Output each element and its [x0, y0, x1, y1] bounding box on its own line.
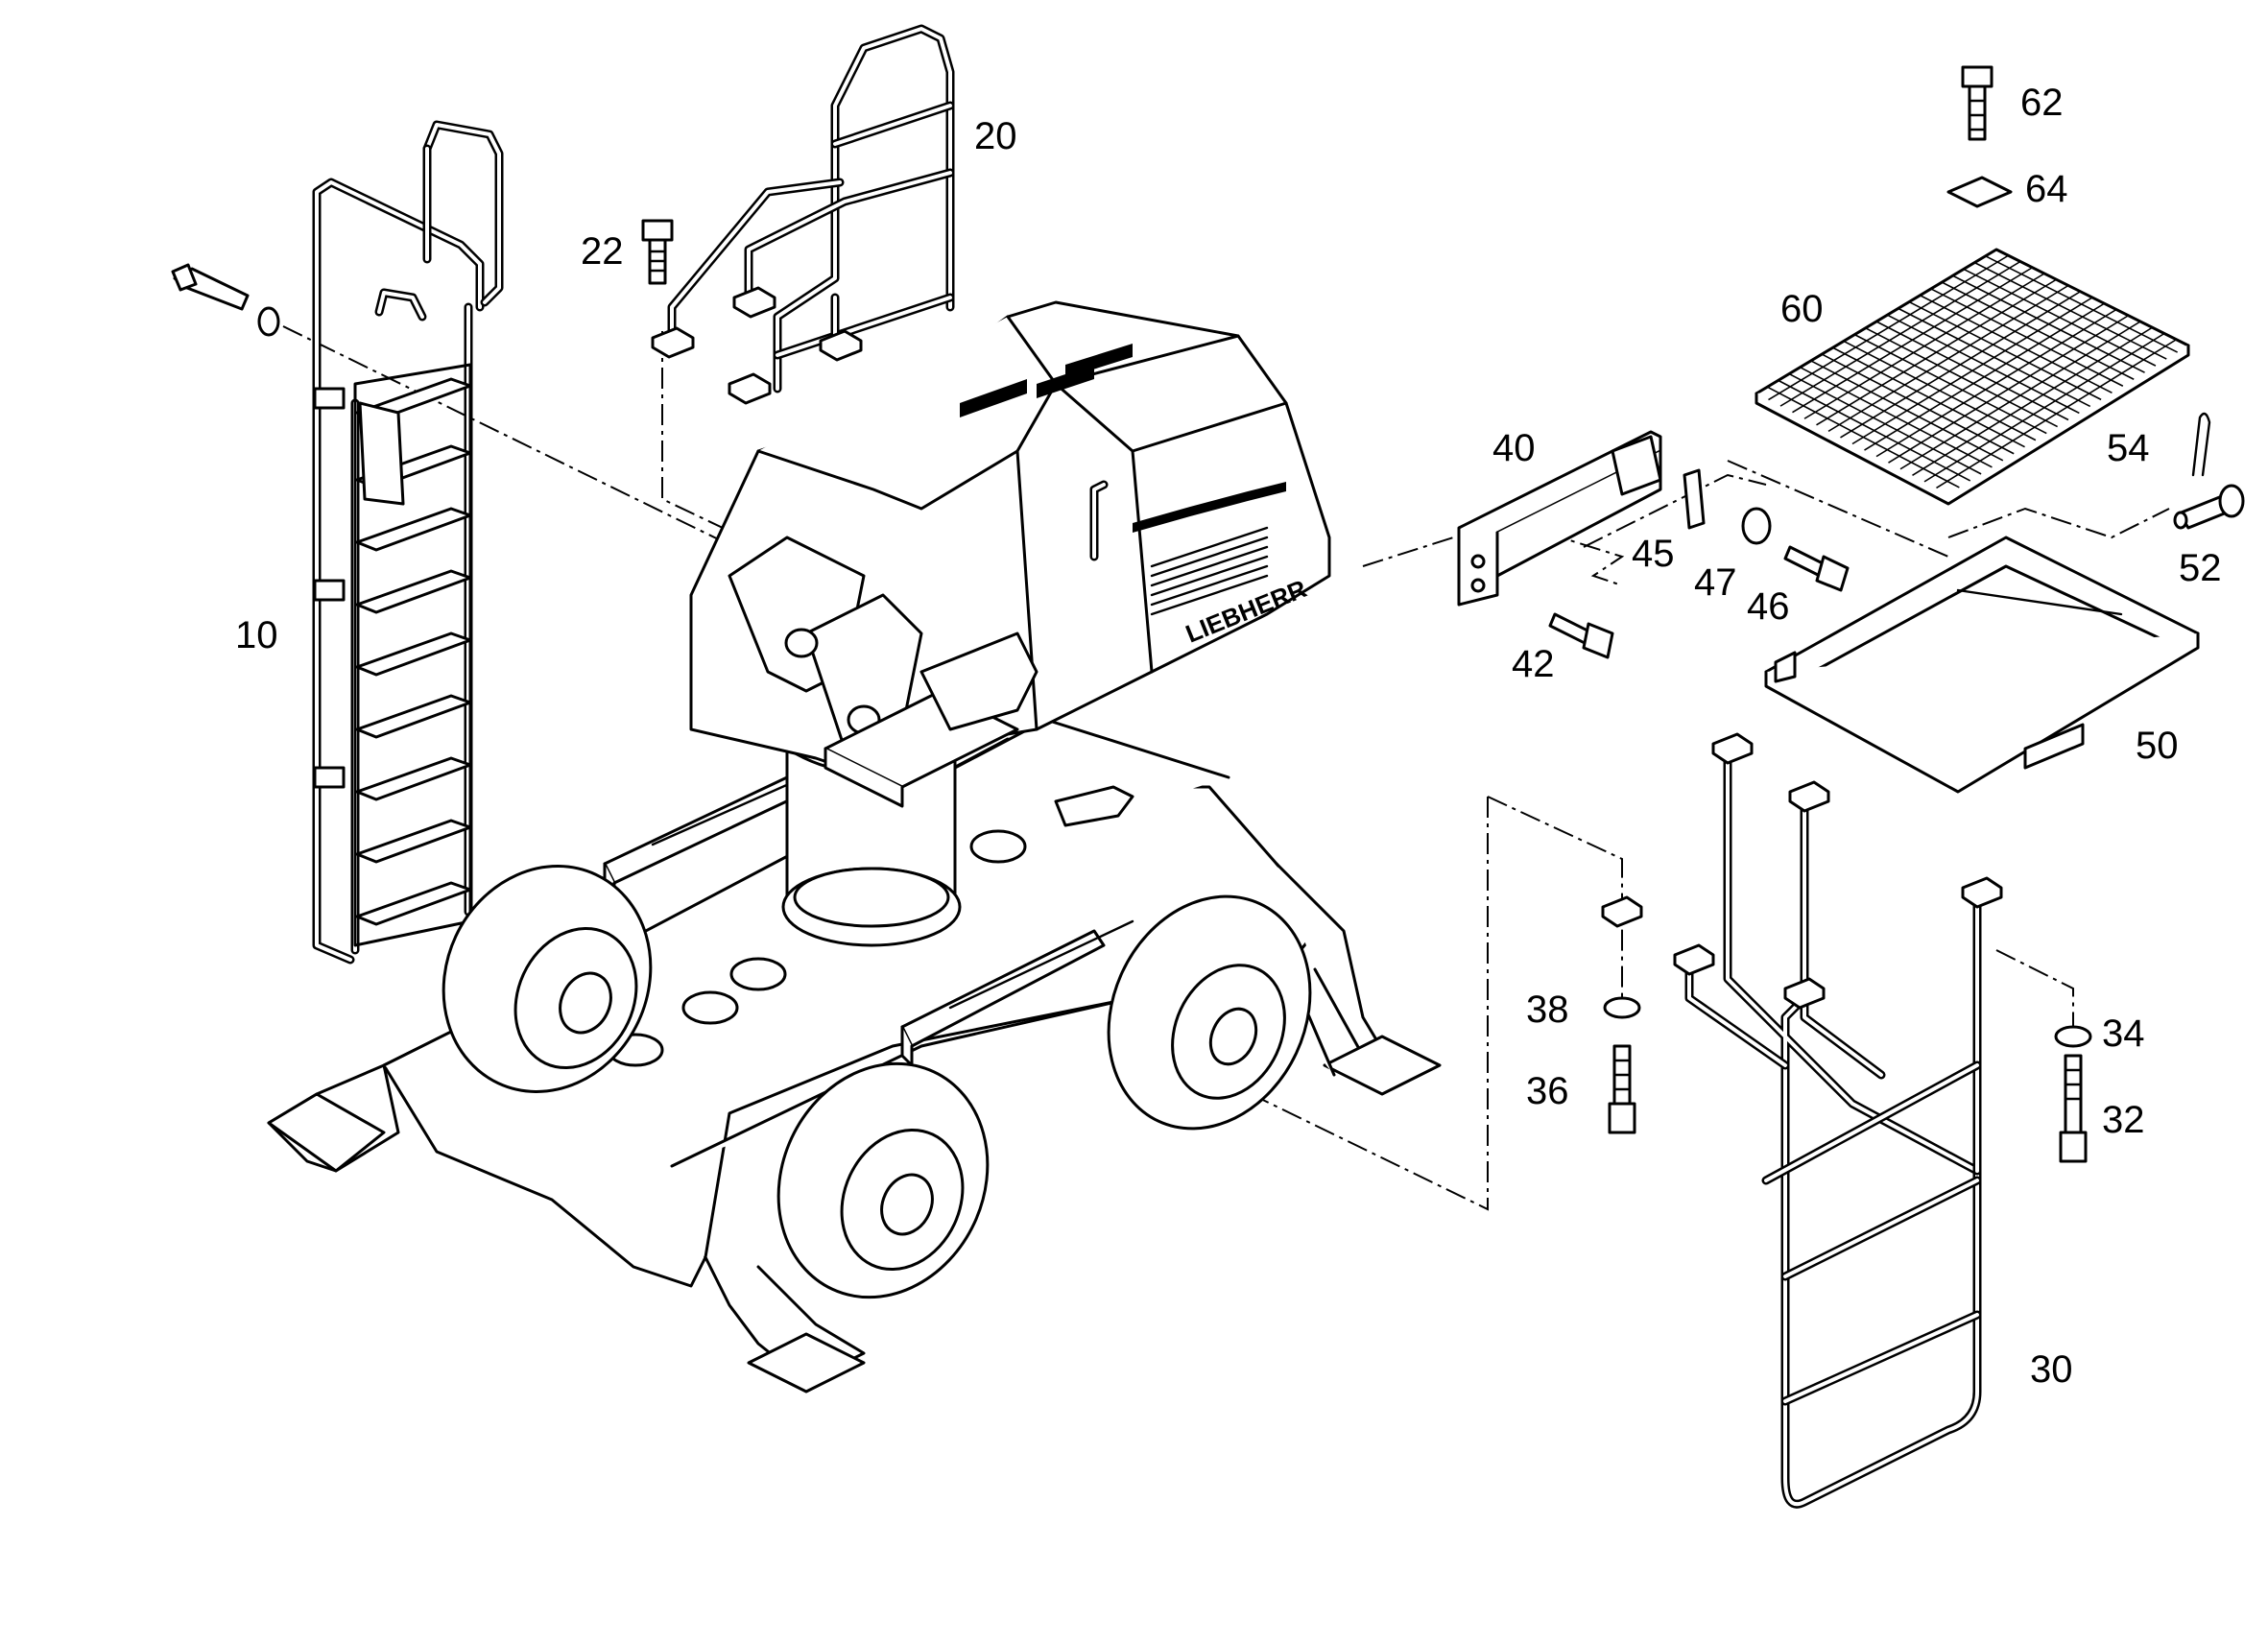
screw-46-icon — [1783, 545, 1850, 592]
callout-47: 47 — [1694, 561, 1737, 604]
grating-mesh-line — [1768, 254, 2009, 401]
cotter-pin-54-icon — [2191, 412, 2211, 477]
railing-screw-icon — [641, 219, 674, 285]
callout-20: 20 — [974, 115, 1017, 157]
callout-64: 64 — [2025, 168, 2068, 210]
callout-42: 42 — [1512, 643, 1555, 685]
callout-46: 46 — [1747, 585, 1790, 628]
callout-62: 62 — [2020, 82, 2064, 124]
grating-mesh-line — [1899, 321, 2141, 470]
wheel-right — [1107, 894, 1312, 1131]
callout-60: 60 — [1780, 288, 1824, 330]
callout-36: 36 — [1526, 1070, 1569, 1112]
grating-mesh-line — [1816, 278, 2057, 426]
screw-36-icon — [1608, 1044, 1636, 1134]
wheel-rear-left — [442, 865, 653, 1093]
grating-mesh-line — [1851, 297, 2093, 445]
callout-45: 45 — [1632, 533, 1675, 575]
grating-part-60 — [1755, 248, 2190, 506]
washer-34-icon — [2054, 1025, 2092, 1048]
ladder-bolt-icon — [171, 263, 280, 337]
plate-64-icon — [1946, 176, 2013, 208]
grating-mesh-line — [1923, 332, 2165, 483]
callout-40: 40 — [1492, 427, 1536, 469]
screw-32-icon — [2059, 1054, 2088, 1163]
wheel-front-left — [776, 1061, 990, 1299]
grating-mesh-line — [1792, 267, 2033, 414]
callout-54: 54 — [2107, 427, 2150, 469]
callout-30: 30 — [2030, 1348, 2073, 1391]
screw-62-icon — [1961, 65, 1993, 141]
pin-52-icon — [2173, 484, 2245, 530]
machine-body: LIEBHERR — [267, 300, 1442, 1394]
callout-52: 52 — [2179, 547, 2222, 589]
grating-mesh-line — [1936, 339, 2177, 489]
engine-vents — [960, 344, 1286, 616]
grating-mesh-line — [1912, 326, 2153, 476]
side-ladder-part-30 — [1601, 732, 2003, 1509]
ladder-part-10 — [312, 120, 504, 965]
railing-part-20 — [651, 24, 955, 405]
grating-mesh-line — [1840, 291, 2081, 439]
grating-mesh-line — [1864, 302, 2105, 451]
callout-22: 22 — [581, 230, 624, 273]
callout-10: 10 — [235, 614, 278, 656]
grating-mesh-line — [1827, 284, 2069, 433]
grating-mesh-line — [1875, 308, 2117, 458]
callout-34: 34 — [2102, 1013, 2145, 1055]
grating-mesh-line — [1888, 315, 2129, 464]
grating-mesh-line — [1779, 260, 2021, 407]
grating-mesh-line — [1803, 273, 2045, 419]
callout-38: 38 — [1526, 989, 1569, 1031]
washer-47-icon — [1741, 507, 1772, 545]
screw-42-icon — [1548, 612, 1614, 659]
platform-frame-part-50 — [1764, 536, 2200, 794]
clamp-45-icon — [1683, 468, 1706, 530]
bracket-part-40 — [1457, 430, 1662, 607]
callouts: 10 20 22 30 32 34 36 38 40 42 45 46 47 5… — [235, 82, 2222, 1391]
callout-32: 32 — [2102, 1099, 2145, 1141]
callout-50: 50 — [2136, 725, 2179, 767]
washer-38-icon — [1603, 996, 1641, 1019]
